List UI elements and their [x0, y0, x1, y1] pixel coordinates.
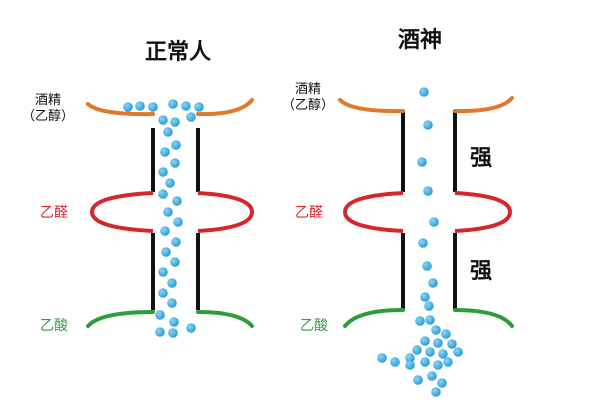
molecule-right [433, 360, 443, 370]
molecule-left [158, 115, 168, 125]
aldehyde-layer-left [89, 191, 255, 233]
molecule-left [168, 99, 178, 109]
molecule-left [165, 178, 175, 188]
molecule-left [155, 310, 165, 320]
molecule-left [158, 189, 168, 199]
molecule-right [405, 353, 415, 363]
molecule-left [158, 288, 168, 298]
molecule-left [170, 158, 180, 168]
molecule-right [443, 357, 453, 367]
molecule-left [171, 140, 181, 150]
molecule-left [158, 267, 168, 277]
channel-walls [151, 110, 457, 310]
molecule-left [169, 317, 179, 327]
molecule-left [167, 278, 177, 288]
molecule-left [171, 237, 181, 247]
molecule-right [441, 329, 451, 339]
molecule-right [425, 347, 435, 357]
molecule-right [420, 336, 430, 346]
aldehyde-layer-right [342, 191, 513, 233]
molecule-left [163, 207, 173, 217]
molecule-right [428, 278, 438, 288]
molecule-right [431, 325, 441, 335]
molecule-right [433, 338, 443, 348]
title-normal-person: 正常人 [145, 40, 212, 65]
molecule-right [417, 157, 427, 167]
label-ethanol-left: 酒精 （乙醇） [18, 93, 78, 125]
molecule-right [390, 357, 400, 367]
acid-layer-right [343, 308, 514, 328]
molecule-right [427, 371, 437, 381]
strong-marker-lower: 强 [470, 259, 493, 284]
molecule-right [431, 387, 441, 397]
label-ethanol-left-line1: 酒精 [34, 93, 61, 108]
molecule-right [418, 238, 428, 248]
molecule-right [423, 186, 433, 196]
molecule-left [161, 247, 171, 257]
label-ethanol-right: 酒精 （乙醇） [278, 82, 338, 114]
molecule-left [168, 328, 178, 338]
molecule-left [186, 323, 196, 333]
molecule-left [167, 298, 177, 308]
molecule-left [148, 102, 158, 112]
molecule-right [437, 378, 447, 388]
molecule-right [413, 375, 423, 385]
acid-layer-left [86, 310, 254, 328]
molecule-left [160, 147, 170, 157]
molecule-right [425, 315, 435, 325]
molecule-left [170, 257, 180, 267]
molecule-right [415, 316, 425, 326]
molecule-left [155, 327, 165, 337]
molecule-left [123, 102, 133, 112]
molecule-left [170, 117, 180, 127]
strong-marker-upper: 强 [470, 146, 493, 171]
molecule-right [405, 360, 415, 370]
molecule-left [160, 226, 170, 236]
molecule-right [377, 353, 387, 363]
molecule-left [158, 167, 168, 177]
molecule-right [453, 347, 463, 357]
molecule-left [181, 101, 191, 111]
alcohol-molecules [123, 87, 463, 397]
label-acid-right: 乙酸 [300, 318, 328, 334]
molecule-right [423, 120, 433, 130]
molecule-right [424, 301, 434, 311]
molecule-left [163, 127, 173, 137]
label-aldehyde-right: 乙醛 [295, 205, 323, 221]
molecule-right [422, 261, 432, 271]
molecule-left [135, 101, 145, 111]
label-ethanol-right-line2: （乙醇） [281, 98, 334, 113]
molecule-left [173, 217, 183, 227]
title-alcohol-god: 酒神 [398, 28, 443, 53]
molecule-left [186, 112, 196, 122]
molecule-right [419, 87, 429, 97]
molecule-right [420, 357, 430, 367]
enzyme-layers [86, 96, 514, 328]
ethanol-layer-right [338, 96, 514, 114]
molecule-left [194, 102, 204, 112]
label-ethanol-right-line1: 酒精 [294, 82, 321, 97]
molecule-right [412, 345, 422, 355]
molecule-left [172, 196, 182, 206]
molecule-right [438, 349, 448, 359]
molecule-right [429, 217, 439, 227]
molecule-right [447, 339, 457, 349]
ethanol-layer-left [86, 98, 254, 117]
label-aldehyde-left: 乙醛 [40, 205, 68, 221]
label-ethanol-left-line2: （乙醇） [21, 109, 74, 124]
molecule-right [420, 292, 430, 302]
label-acid-left: 乙酸 [40, 318, 68, 334]
